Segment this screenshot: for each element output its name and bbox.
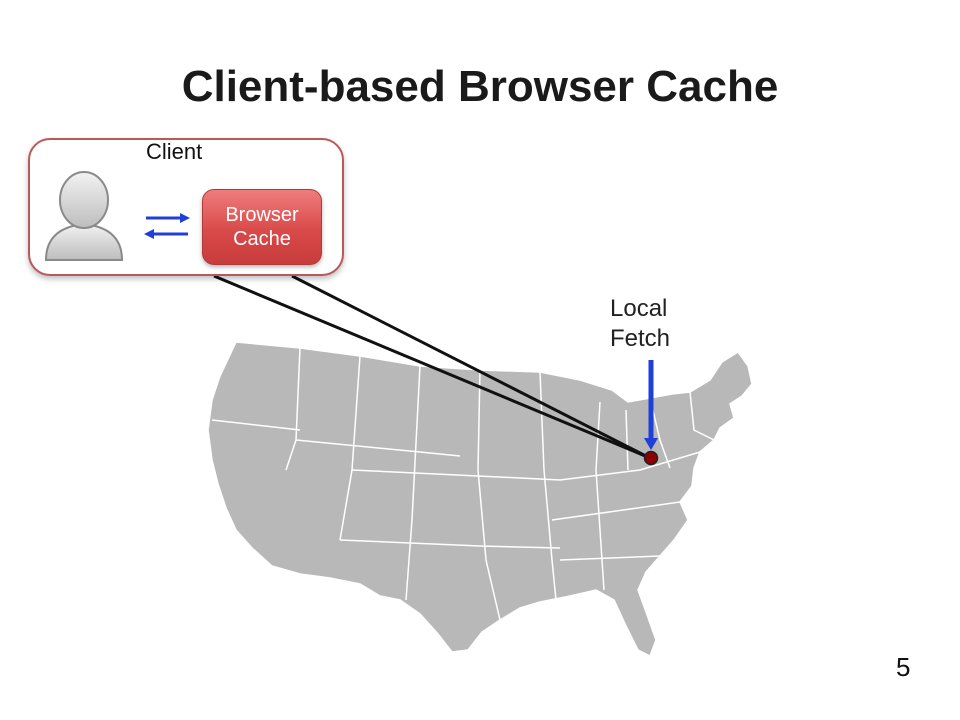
cache-label-line2: Cache: [233, 228, 291, 250]
page-number: 5: [896, 652, 911, 682]
local-fetch-label: Local Fetch: [610, 294, 700, 354]
browser-cache-button[interactable]: Browser Cache: [202, 189, 322, 265]
usa-map-icon: [207, 341, 753, 658]
down-arrow-icon: [644, 360, 658, 450]
fetch-label-line2: Fetch: [610, 325, 671, 352]
connector-line-right: [291, 274, 651, 460]
user-avatar-icon: [44, 171, 124, 261]
connector-lines: [213, 274, 651, 460]
connector-line-left: [213, 274, 651, 460]
cache-label-line1: Browser: [225, 204, 299, 226]
bidirectional-arrows-icon: [144, 213, 190, 239]
client-label: Client: [146, 139, 203, 164]
slide-title: Client-based Browser Cache: [181, 62, 779, 111]
location-dot-icon: [643, 450, 659, 466]
fetch-label-line1: Local: [610, 295, 668, 322]
